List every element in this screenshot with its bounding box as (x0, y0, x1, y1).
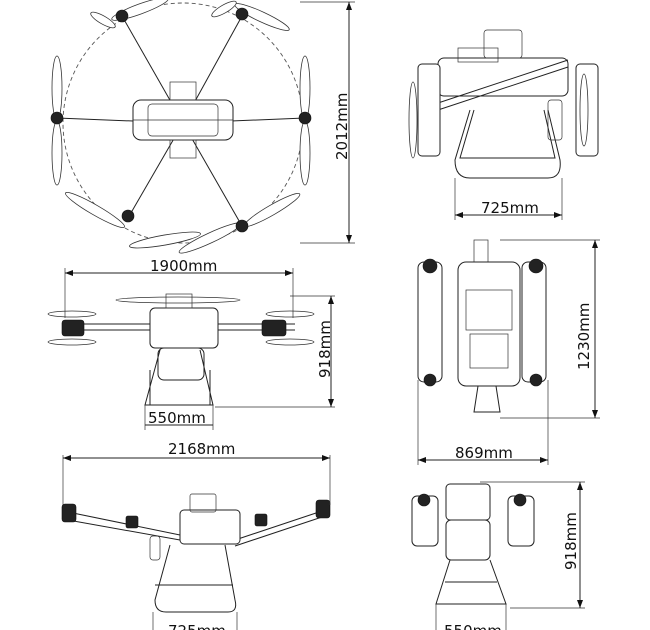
dim-folded-front-height: 918mm (562, 512, 580, 570)
top-view: 2012mm (50, 0, 355, 254)
dim-side-view-width: 725mm (481, 199, 539, 217)
rear-view: 1230mm 869mm (417, 239, 600, 465)
dim-folded-span: 2168mm (168, 440, 235, 458)
dim-folded-leg-spacing: 725mm (168, 622, 226, 630)
dim-rear-view-width: 869mm (455, 444, 513, 462)
folded-side-view: 2168mm 725mm (61, 440, 331, 630)
front-view: 1900mm 918mm 550mm (47, 257, 335, 430)
dim-front-height: 918mm (316, 320, 334, 378)
dim-folded-front-width: 550mm (444, 622, 502, 630)
dim-front-arms-span: 1900mm (150, 257, 217, 275)
dim-top-view-height: 2012mm (333, 93, 351, 160)
folded-front-view: 918mm 550mm (411, 481, 585, 630)
dim-rear-view-height: 1230mm (575, 303, 593, 370)
dim-front-leg-spacing: 550mm (148, 409, 206, 427)
side-view: 725mm (408, 29, 599, 220)
